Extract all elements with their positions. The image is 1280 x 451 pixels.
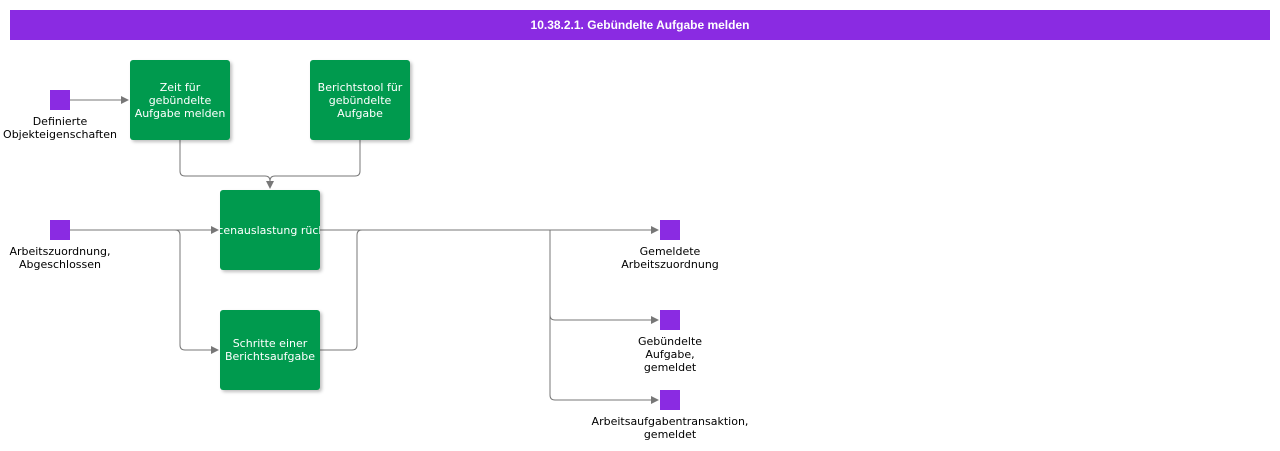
edge-zeit-to-ressourcen: [179, 140, 274, 189]
process-zeit: Zeit für gebündelte Aufgabe melden: [130, 60, 230, 140]
event-transaktion-node: [660, 390, 680, 410]
edge-to-transaktion: [549, 315, 659, 404]
process-berichtstool: Berichtstool für gebündelte Aufgabe: [310, 60, 410, 140]
process-zeit-label: Zeit für gebündelte Aufgabe melden: [134, 80, 226, 120]
event-arbeitszuordnung-label: Arbeitszuordnung, Abgeschlossen: [9, 245, 111, 271]
event-gemeldete-node: [660, 220, 680, 240]
edge-to-gebuendelte: [549, 230, 659, 324]
process-schritte: Schritte einer Berichtsaufgabe: [220, 310, 320, 390]
event-definierte-label: Definierte Objekteigenschaften: [3, 115, 117, 141]
event-definierte-node: [50, 90, 70, 110]
edge-schritte-to-merge: [320, 229, 363, 351]
event-gebuendelte-node: [660, 310, 680, 330]
process-ressourcen-label: Ressourcenauslastung rückmelden: [220, 223, 320, 237]
event-arbeitszuordnung-node: [50, 220, 70, 240]
event-gebuendelte-label: Gebündelte Aufgabe, gemeldet: [637, 335, 703, 374]
event-transaktion-label: Arbeitsaufgabentransaktion, gemeldet: [591, 415, 749, 441]
diagram-title: 10.38.2.1. Gebündelte Aufgabe melden: [10, 10, 1270, 40]
edge-arbeitszuordnung-to-schritte: [174, 229, 219, 354]
edge-berichtstool-to-ressourcen: [269, 140, 361, 182]
process-schritte-label: Schritte einer Berichtsaufgabe: [224, 337, 315, 363]
process-ressourcen: Ressourcenauslastung rückmelden: [220, 190, 320, 270]
process-berichtstool-label: Berichtstool für gebündelte Aufgabe: [317, 80, 403, 120]
event-gemeldete-label: Gemeldete Arbeitszuordnung: [621, 245, 719, 271]
